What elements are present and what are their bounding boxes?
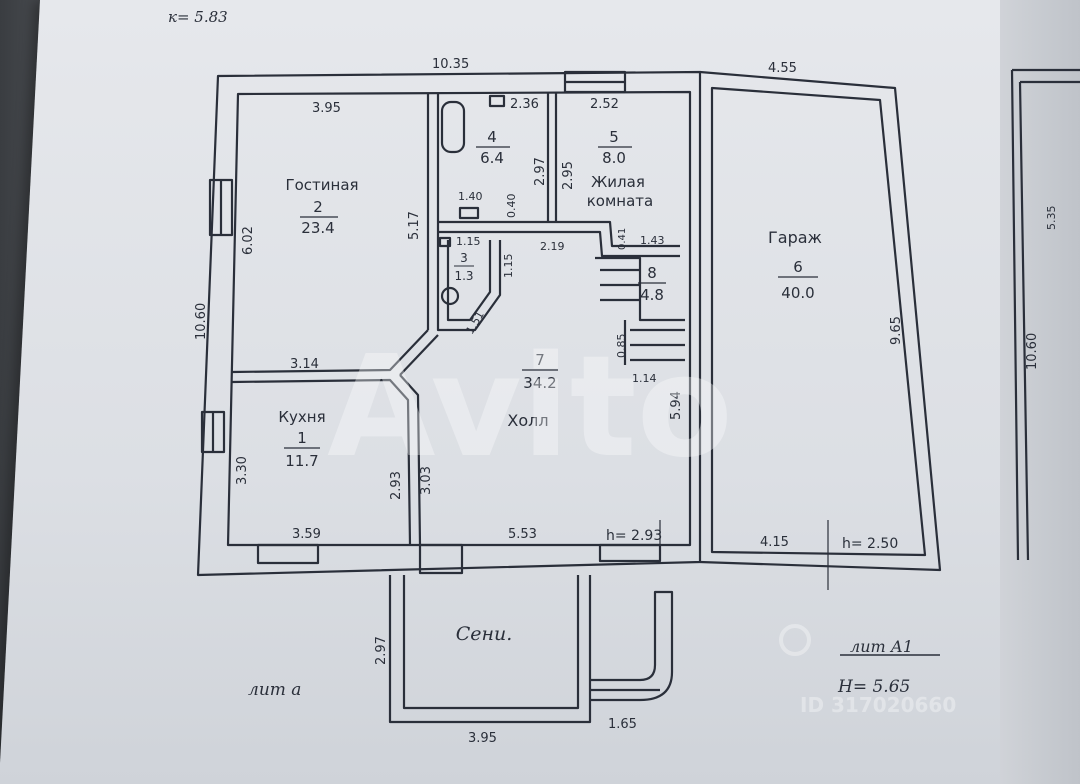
dim-garage-right: 9.65 — [889, 316, 904, 345]
dim-porch-bottom: 1.65 — [608, 717, 637, 732]
room-3-area: 1.3 — [454, 269, 473, 283]
height-note: к= 5.83 — [168, 8, 228, 26]
toilet-icon — [458, 206, 480, 220]
dim-hall-inner-left: 3.03 — [419, 466, 434, 495]
label-lit-a1: лит А1 — [850, 637, 913, 656]
dim-040: 0.40 — [505, 194, 518, 219]
avito-watermark: Avito ID 317020660 — [327, 326, 956, 717]
dim-top-garage: 4.55 — [768, 61, 797, 76]
dim-115: 1.15 — [456, 235, 481, 248]
height-garage: h= 2.50 — [842, 536, 898, 552]
room-1-area: 11.7 — [285, 452, 318, 470]
dim-kitchen-left: 3.30 — [235, 456, 250, 485]
dim-gostinaya-right: 5.17 — [407, 211, 422, 240]
seni-walls — [388, 575, 592, 724]
porch — [590, 590, 674, 702]
dim-143: 1.43 — [640, 234, 665, 247]
dim-hall-right: 5.94 — [669, 391, 684, 420]
inner-wall-garage — [710, 86, 927, 557]
room-1-name: Кухня — [278, 408, 325, 426]
sink-icon — [488, 94, 506, 108]
dim-room4-right: 2.97 — [533, 157, 548, 186]
room-5-name-2: комната — [587, 192, 653, 210]
dim-seni-bottom: 3.95 — [468, 731, 497, 746]
dim-115b: 1.15 — [502, 254, 515, 279]
watermark-id: ID 317020660 — [800, 693, 956, 717]
room-5-area: 8.0 — [602, 149, 626, 167]
door-hall — [418, 543, 464, 575]
window-bottom-2 — [598, 543, 662, 563]
room-2-name: Гостиная — [285, 176, 358, 194]
room-8-area: 4.8 — [640, 286, 664, 304]
dim-hall-bottom: 5.53 — [508, 527, 537, 542]
room-6-name: Гараж — [768, 228, 822, 247]
room-3-num: 3 — [460, 251, 468, 265]
dim-left-total: 10.60 — [194, 303, 209, 340]
room-4-area: 6.4 — [480, 149, 504, 167]
room-6-area: 40.0 — [781, 284, 814, 302]
outer-wall-garage — [699, 70, 942, 572]
dim-kitchen-top: 3.14 — [290, 357, 319, 372]
dim-219: 2.19 — [540, 240, 565, 253]
room-1-num: 1 — [297, 429, 307, 447]
dim-gostinaya-top: 3.95 — [312, 101, 341, 116]
dim-room4-top: 2.36 — [510, 97, 539, 112]
room-5-name-1: Жилая — [591, 173, 645, 191]
dim-114: 1.14 — [632, 372, 657, 385]
height-hall: h= 2.93 — [606, 528, 662, 544]
room-7-area: 34.2 — [523, 374, 556, 392]
dim-kitchen-right: 2.93 — [389, 471, 404, 500]
room-2-area: 23.4 — [301, 219, 334, 237]
dim-garage-bottom: 4.15 — [760, 535, 789, 550]
watermark-logo: Avito — [327, 326, 733, 489]
inner-wall-main — [226, 90, 692, 547]
dim-seni-left: 2.97 — [374, 636, 389, 665]
dim-kitchen-bottom: 3.59 — [292, 527, 321, 542]
dim-right-plan-left: 10.60 — [1025, 333, 1040, 370]
stairs — [595, 256, 685, 322]
label-h-565: Н= 5.65 — [837, 677, 910, 697]
adjacent-plan — [1010, 68, 1080, 561]
dim-top-main: 10.35 — [432, 57, 469, 72]
room-8-num: 8 — [647, 264, 657, 282]
room-2-num: 2 — [313, 198, 323, 216]
dim-gostinaya-left: 6.02 — [241, 226, 256, 255]
room-7-name: Холл — [507, 411, 548, 430]
dim-right-plan-inner: 5.35 — [1045, 206, 1058, 231]
room-4-num: 4 — [487, 128, 497, 146]
room-6-num: 6 — [793, 258, 803, 276]
dim-room5-left: 2.95 — [561, 161, 576, 190]
room-7-num: 7 — [535, 351, 545, 369]
dim-140: 1.40 — [458, 190, 483, 203]
seni-name: Сени. — [456, 623, 513, 645]
dim-room5-top: 2.52 — [590, 97, 619, 112]
dim-085: 0.85 — [615, 334, 628, 359]
window-bottom-1 — [256, 543, 320, 565]
label-lit-a: лит а — [248, 680, 301, 700]
boiler-icon — [440, 286, 460, 306]
dim-041: 0.41 — [617, 228, 628, 250]
room-5-num: 5 — [609, 128, 619, 146]
location-pin-icon — [779, 624, 811, 656]
bathtub-icon — [440, 100, 466, 154]
